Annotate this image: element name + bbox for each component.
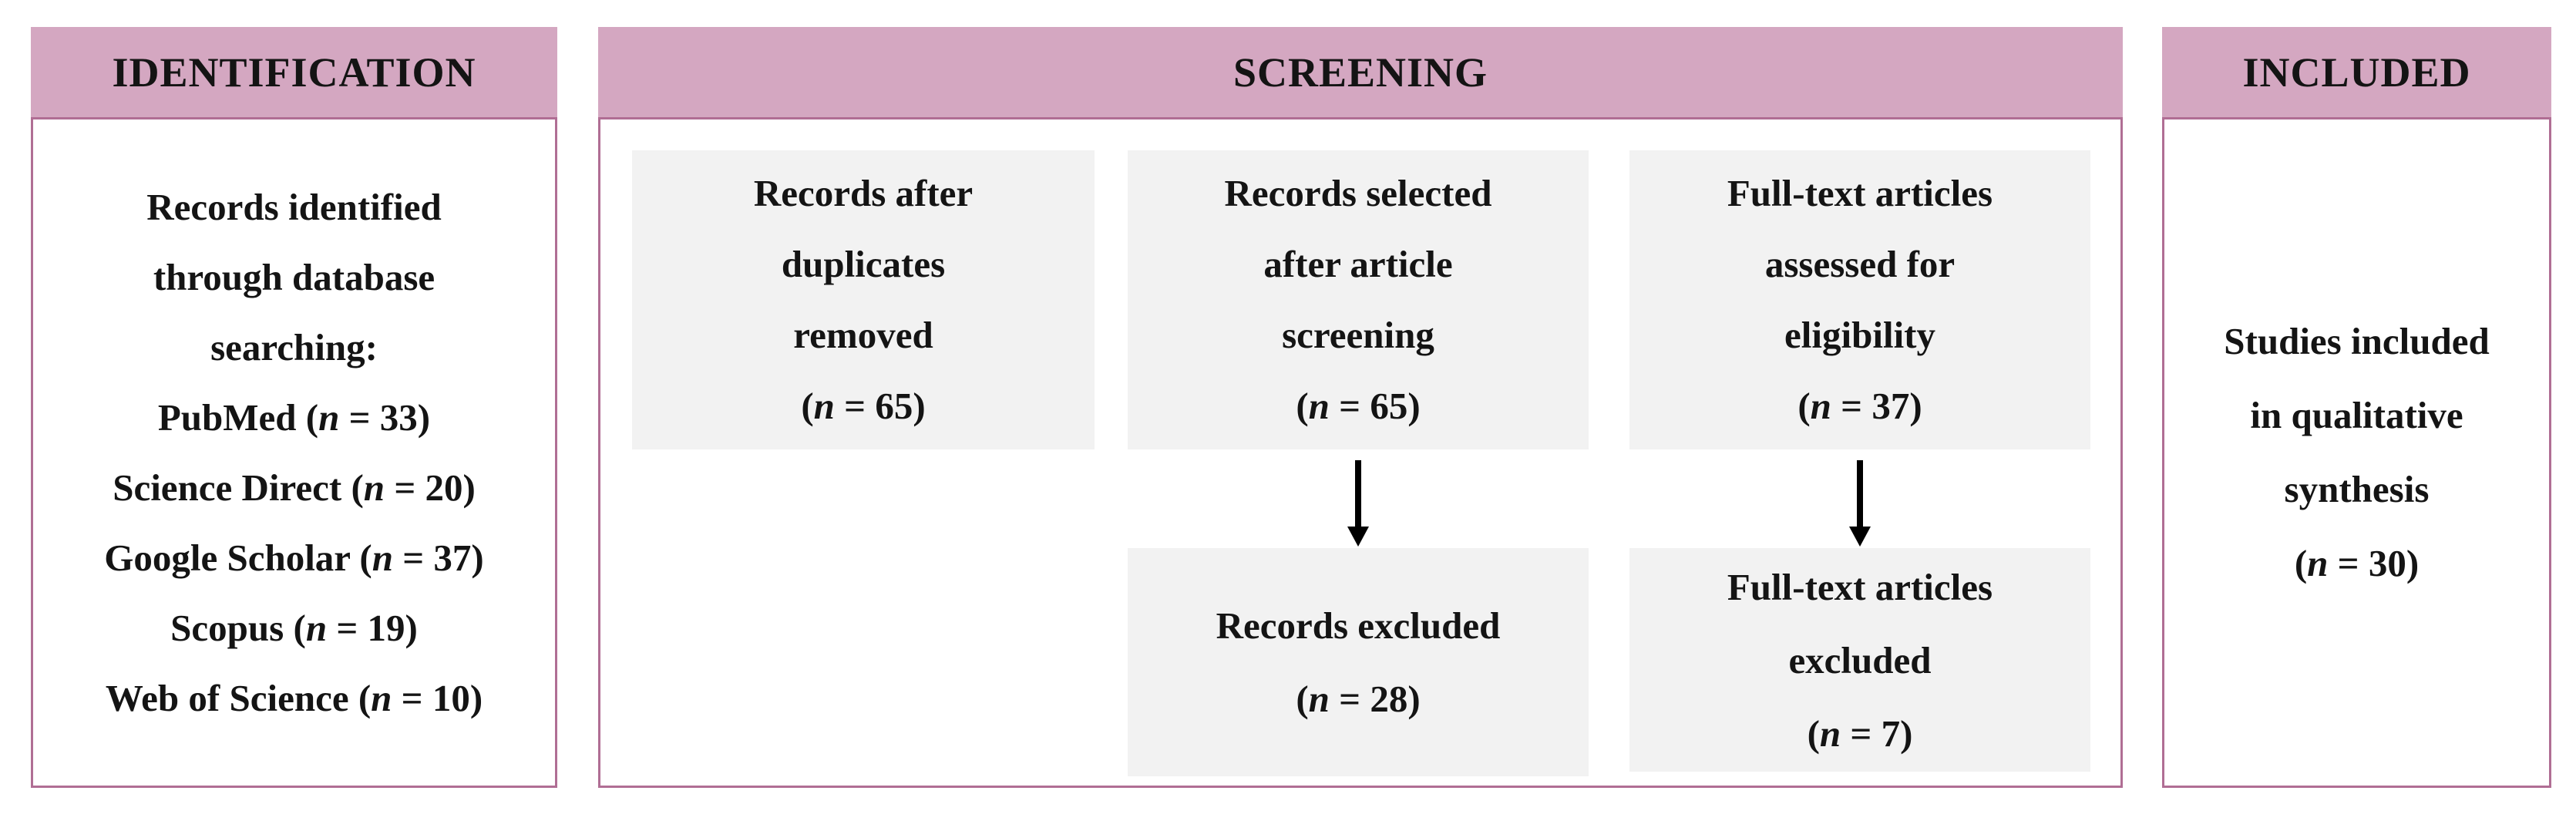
studies-included-box: Studies included in qualitative synthesis (… <box>2162 117 2551 788</box>
text-line: Full-text articles <box>1727 565 1993 608</box>
records-selected-after-screening-box: Records selected after article screening (n… <box>1128 150 1589 449</box>
fulltext-articles-excluded-box: Full-text articles excluded (n = 7) <box>1629 548 2090 772</box>
screening-stage-header: SCREENING <box>598 27 2123 117</box>
text-line: Scopus (n = 19) <box>170 607 418 649</box>
text-line: excluded <box>1788 638 1932 681</box>
text-line: searching: <box>210 326 378 368</box>
records-excluded-box: Records excluded (n = 28) <box>1128 548 1589 776</box>
text-line: Records excluded <box>1216 604 1501 647</box>
text-line: eligibility <box>1784 314 1935 356</box>
down-arrow-icon <box>1347 460 1369 547</box>
arrow-head <box>1347 527 1369 547</box>
text-line: through database <box>153 256 435 298</box>
text-line: in qualitative <box>2250 394 2463 436</box>
text-line: (n = 28) <box>1296 678 1421 720</box>
text-line: Records selected <box>1224 172 1492 214</box>
text-line: duplicates <box>781 243 946 285</box>
fulltext-assessed-eligibility-box: Full-text articles assessed for eligibilit… <box>1629 150 2090 449</box>
text-line: (n = 65) <box>801 385 926 427</box>
included-stage-header: INCLUDED <box>2162 27 2551 117</box>
text-line: (n = 30) <box>2294 542 2420 584</box>
text-line: (n = 65) <box>1296 385 1421 427</box>
identification-stage-header: IDENTIFICATION <box>31 27 557 117</box>
text-line: after article <box>1263 243 1453 285</box>
text-line: (n = 37) <box>1797 385 1922 427</box>
down-arrow-icon <box>1849 460 1871 547</box>
text-line: assessed for <box>1764 243 1956 285</box>
text-line: Web of Science (n = 10) <box>105 677 483 719</box>
text-line: Records after <box>753 172 974 214</box>
text-line: Google Scholar (n = 37) <box>104 537 484 579</box>
text-line: removed <box>793 314 933 356</box>
arrow-head <box>1849 527 1871 547</box>
text-line: (n = 7) <box>1807 712 1913 755</box>
records-identified-box: Records identified through database search… <box>31 117 557 788</box>
text-line: Full-text articles <box>1727 172 1993 214</box>
records-after-duplicates-removed-box: Records after duplicates removed (n = 65) <box>632 150 1095 449</box>
text-line: Science Direct (n = 20) <box>113 466 476 509</box>
text-line: synthesis <box>2284 468 2430 510</box>
arrow-stem <box>1857 460 1863 528</box>
arrow-stem <box>1355 460 1361 528</box>
text-line: Records identified <box>146 186 442 228</box>
text-line: Studies included <box>2224 320 2490 362</box>
text-line: PubMed (n = 33) <box>157 396 431 439</box>
text-line: screening <box>1282 314 1434 356</box>
